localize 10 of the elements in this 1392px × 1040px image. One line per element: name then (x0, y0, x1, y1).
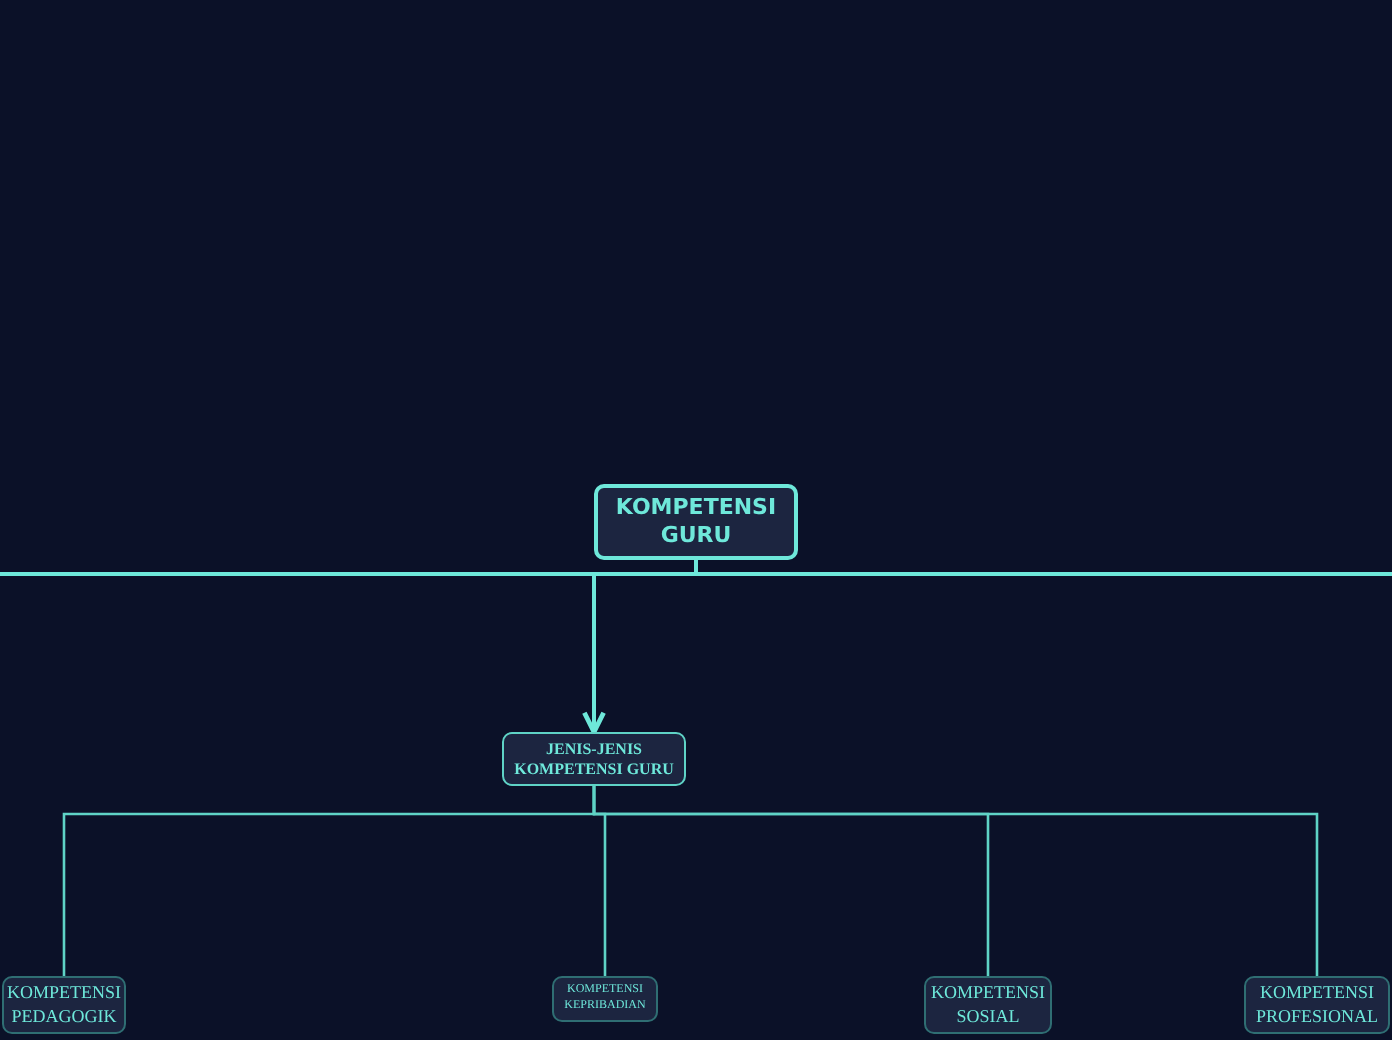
topic-label: KOMPETENSI GURU (613, 494, 779, 550)
topic-label: JENIS-JENIS KOMPETENSI GURU (512, 739, 676, 779)
topic-label: KOMPETENSI SOSIAL (928, 982, 1047, 1028)
topic-box (502, 732, 686, 786)
subtopic-box (1244, 976, 1390, 1034)
connector-line (592, 786, 1319, 976)
topic-label: KOMPETENSI PEDAGOGIK (4, 982, 123, 1028)
subtopic-box (552, 976, 658, 1022)
root-topic-box (594, 484, 798, 560)
topic-label: KOMPETENSI PROFESIONAL (1253, 982, 1380, 1028)
